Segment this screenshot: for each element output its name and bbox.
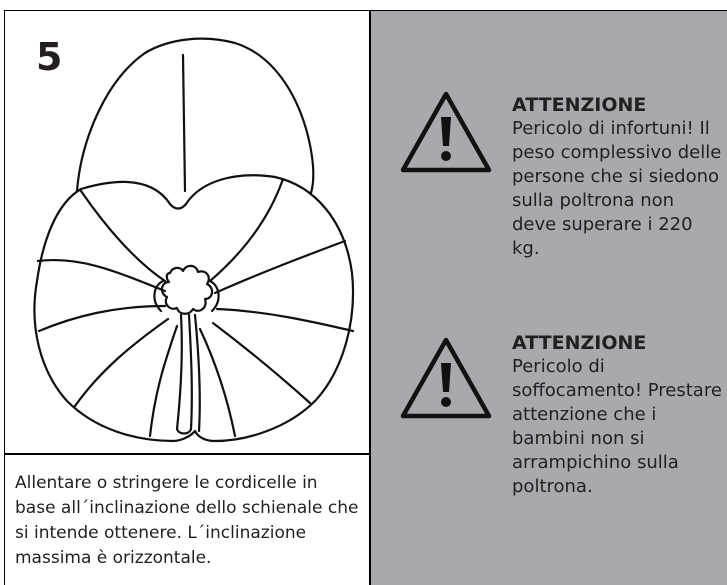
cord (193, 313, 201, 433)
warning-panel: ATTENZIONE Pericolo di infortuni! Il pes… (370, 10, 727, 585)
caption-text: Allentare o stringere le cordicelle in b… (15, 473, 359, 568)
cord (187, 313, 193, 431)
cord-loop-left (153, 279, 165, 313)
cord-end (175, 427, 193, 435)
seam (211, 321, 312, 405)
warning-triangle-icon (400, 91, 492, 173)
chair-back-illustration (33, 37, 355, 443)
seam (198, 327, 237, 438)
warning-title: ATTENZIONE (512, 94, 647, 116)
seat-outline (33, 174, 355, 443)
cord-loop-right (208, 279, 220, 313)
seam (73, 317, 170, 408)
seam (37, 304, 167, 333)
warning-text: ATTENZIONE Pericolo di infortuni! Il pes… (512, 93, 722, 261)
backrest-outline (75, 37, 315, 195)
caption-panel: Allentare o stringere le cordicelle in b… (4, 454, 370, 585)
seam (36, 258, 167, 293)
seam (148, 324, 179, 438)
warning-triangle-icon (400, 337, 492, 419)
seam (213, 239, 347, 295)
seam (215, 307, 355, 333)
warning-body: Pericolo di soffocamento! Prestare atten… (512, 356, 722, 497)
seam (208, 177, 285, 283)
backrest-seam (181, 53, 187, 193)
step-number: 5 (36, 35, 63, 79)
warning-text: ATTENZIONE Pericolo di soffocamento! Pre… (512, 331, 722, 499)
illustration-panel: 5 (4, 10, 370, 454)
warning-body: Pericolo di infortuni! Il peso complessi… (512, 118, 722, 259)
warning-title: ATTENZIONE (512, 332, 647, 354)
center-rosette (160, 264, 214, 315)
cord (175, 313, 183, 431)
seam (79, 189, 167, 283)
